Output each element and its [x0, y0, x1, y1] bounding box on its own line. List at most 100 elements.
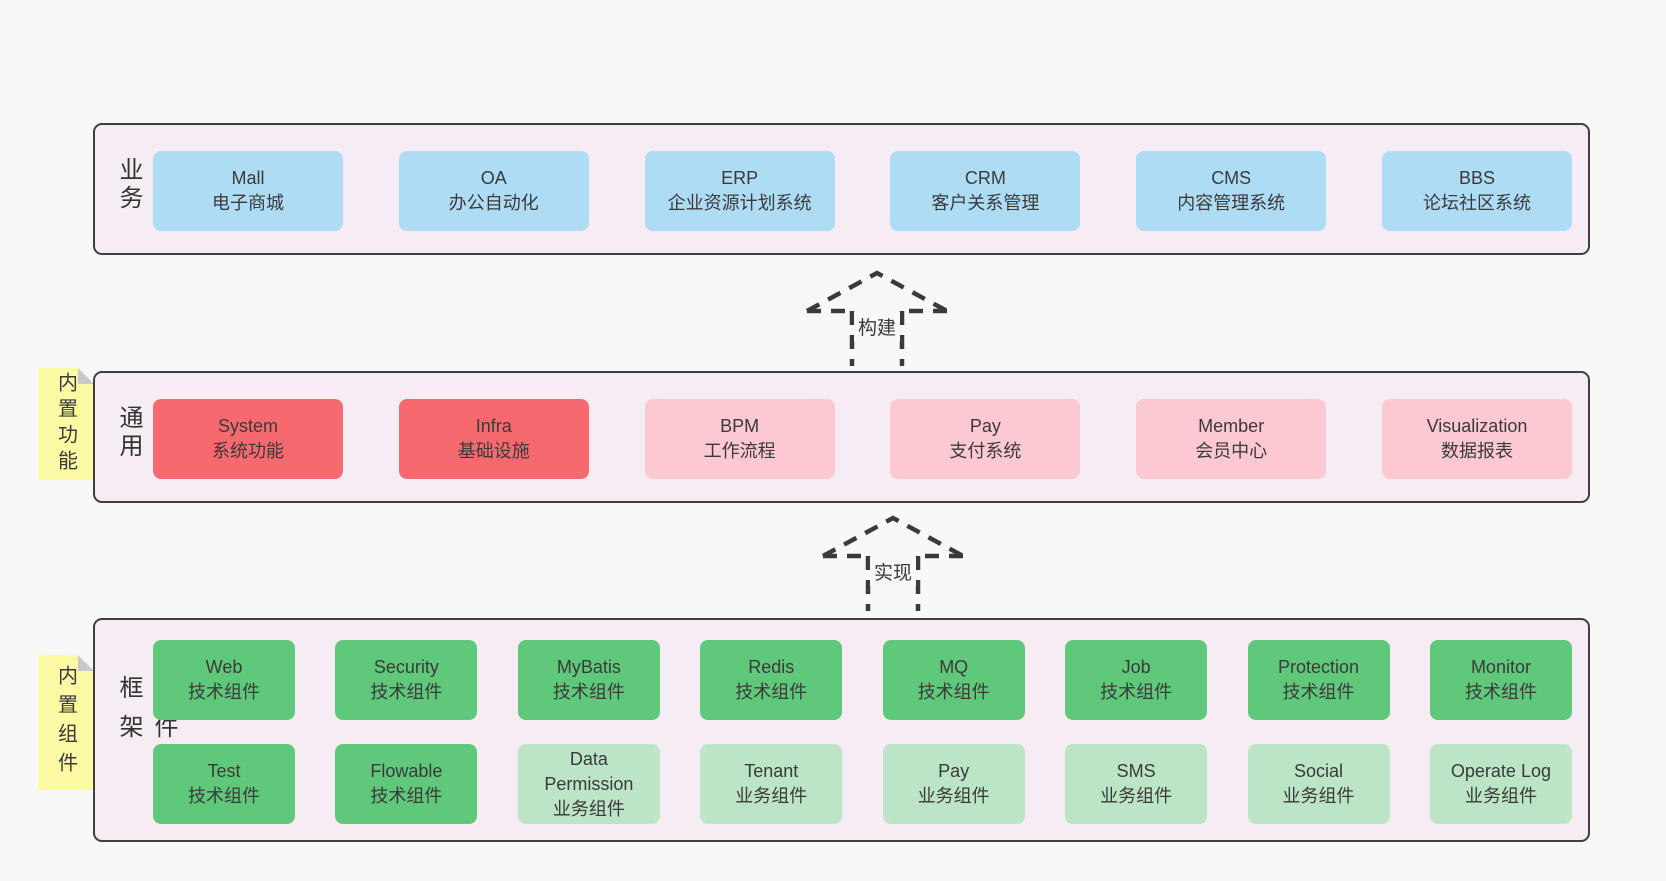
box-bpm: BPM 工作流程	[644, 399, 835, 479]
box-pay-business: Pay 业务组件	[882, 744, 1025, 824]
box-title: Protection	[1278, 657, 1360, 677]
box-job: Job 技术组件	[1065, 640, 1208, 720]
box-operate-log: Operate Log 业务组件	[1429, 744, 1572, 824]
band-framework-components: 框架组件 Web 技术组件 Security 技术组件 MyBatis 技术组件…	[93, 618, 1590, 842]
box-cms: CMS 内容管理系统	[1136, 151, 1327, 231]
box-tenant: Tenant 业务组件	[700, 744, 843, 824]
box-title: Pay	[938, 761, 970, 781]
box-subtitle: 业务组件	[552, 798, 625, 819]
box-title: OA	[480, 168, 507, 188]
box-title: BPM	[720, 416, 760, 436]
box-pay: Pay 支付系统	[890, 399, 1081, 479]
box-oa: OA 办公自动化	[398, 151, 589, 231]
box-title: Operate Log	[1450, 761, 1551, 781]
box-subtitle: 业务组件	[1464, 786, 1537, 806]
box-mall: Mall 电子商城	[153, 151, 343, 231]
box-title: Data Permission	[544, 748, 634, 794]
box-title: Job	[1121, 657, 1151, 677]
box-sms: SMS 业务组件	[1065, 744, 1208, 824]
box-title: BBS	[1458, 168, 1495, 188]
box-title: Web	[205, 657, 243, 677]
box-title: Mall	[231, 168, 265, 188]
box-subtitle: 数据报表	[1440, 441, 1513, 461]
arrow-up-build-icon: 构建	[800, 268, 954, 368]
box-test: Test 技术组件	[153, 744, 295, 824]
box-title: Member	[1198, 416, 1265, 436]
band-common-modules: 通用模块 System 系统功能 Infra 基础设施 BPM 工作流程 Pay…	[93, 371, 1590, 503]
box-title: ERP	[721, 168, 759, 188]
box-title: MyBatis	[556, 657, 621, 677]
sticky-fold-icon	[78, 368, 94, 384]
box-crm: CRM 客户关系管理	[890, 151, 1081, 231]
box-title: Redis	[748, 657, 795, 677]
box-subtitle: 业务组件	[1282, 786, 1355, 806]
box-title: Monitor	[1470, 657, 1531, 677]
box-title: Visualization	[1426, 416, 1528, 436]
framework-components-row-2: Test 技术组件 Flowable 技术组件 Data Permission …	[153, 744, 1572, 824]
box-title: Flowable	[370, 761, 443, 781]
box-subtitle: 技术组件	[188, 682, 260, 702]
box-subtitle: 业务组件	[1100, 786, 1173, 806]
box-title: Social	[1294, 761, 1344, 781]
box-subtitle: 技术组件	[370, 682, 443, 702]
box-title: System	[217, 416, 278, 436]
box-social: Social 业务组件	[1247, 744, 1390, 824]
box-subtitle: 电子商城	[212, 193, 284, 213]
box-subtitle: 内容管理系统	[1177, 193, 1286, 213]
common-modules-row: System 系统功能 Infra 基础设施 BPM 工作流程 Pay 支付系统…	[153, 399, 1572, 479]
box-subtitle: 工作流程	[703, 441, 776, 461]
box-member: Member 会员中心	[1136, 399, 1327, 479]
box-system: System 系统功能	[153, 399, 343, 479]
box-subtitle: 业务组件	[917, 786, 990, 806]
box-subtitle: 基础设施	[457, 441, 530, 461]
box-title: Security	[373, 657, 439, 677]
framework-components-row-1: Web 技术组件 Security 技术组件 MyBatis 技术组件 Redi…	[153, 640, 1572, 720]
box-flowable: Flowable 技术组件	[335, 744, 478, 824]
arrow-implement-label: 实现	[869, 557, 917, 586]
box-title: CMS	[1211, 168, 1252, 188]
arrow-up-implement-icon: 实现	[816, 513, 970, 613]
box-subtitle: 技术组件	[917, 682, 990, 702]
box-bbs: BBS 论坛社区系统	[1381, 151, 1572, 231]
sticky-note-built-in-components: 内置组件	[38, 655, 94, 790]
sticky-note-text: 内置功能	[54, 372, 77, 476]
box-title: Test	[207, 761, 241, 781]
box-subtitle: 技术组件	[1464, 682, 1537, 702]
box-title: SMS	[1116, 761, 1156, 781]
box-subtitle: 客户关系管理	[931, 193, 1040, 213]
box-protection: Protection 技术组件	[1247, 640, 1390, 720]
box-visualization: Visualization 数据报表	[1381, 399, 1572, 479]
box-title: Infra	[475, 416, 512, 436]
box-data-permission: Data Permission 业务组件	[517, 744, 660, 824]
box-subtitle: 技术组件	[552, 682, 625, 702]
box-mybatis: MyBatis 技术组件	[517, 640, 660, 720]
box-title: Pay	[969, 416, 1001, 436]
box-security: Security 技术组件	[335, 640, 478, 720]
sticky-fold-icon	[78, 655, 94, 671]
box-web: Web 技术组件	[153, 640, 295, 720]
sticky-note-text: 内置组件	[54, 664, 77, 781]
business-systems-row: Mall 电子商城 OA 办公自动化 ERP 企业资源计划系统 CRM 客户关系…	[153, 151, 1572, 231]
box-title: Tenant	[744, 761, 799, 781]
box-monitor: Monitor 技术组件	[1429, 640, 1572, 720]
arrow-build-label: 构建	[853, 312, 901, 341]
sticky-note-built-in-features: 内置功能	[38, 368, 94, 480]
box-subtitle: 会员中心	[1195, 441, 1268, 461]
box-subtitle: 技术组件	[1100, 682, 1173, 702]
box-subtitle: 技术组件	[1282, 682, 1355, 702]
box-subtitle: 业务组件	[735, 786, 808, 806]
box-infra: Infra 基础设施	[398, 399, 589, 479]
box-title: CRM	[964, 168, 1006, 188]
box-subtitle: 企业资源计划系统	[667, 193, 812, 213]
box-subtitle: 技术组件	[188, 786, 260, 806]
box-redis: Redis 技术组件	[700, 640, 843, 720]
box-mq: MQ 技术组件	[882, 640, 1025, 720]
box-subtitle: 系统功能	[212, 441, 284, 461]
box-erp: ERP 企业资源计划系统	[644, 151, 835, 231]
box-title: MQ	[939, 657, 969, 677]
box-subtitle: 办公自动化	[448, 193, 539, 213]
box-subtitle: 技术组件	[735, 682, 808, 702]
box-subtitle: 技术组件	[370, 786, 443, 806]
box-subtitle: 论坛社区系统	[1422, 193, 1531, 213]
